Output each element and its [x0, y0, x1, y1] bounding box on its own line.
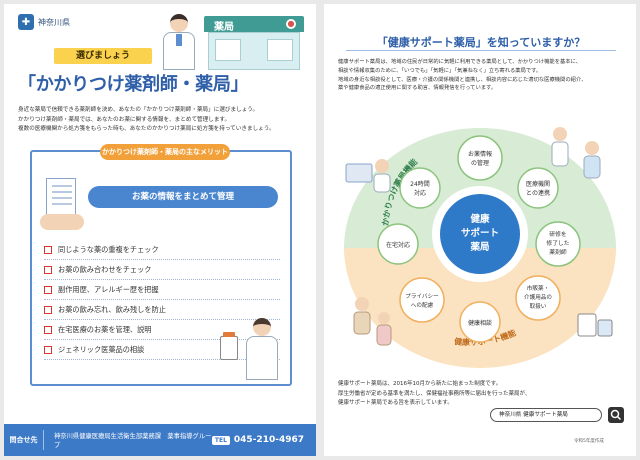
intro-line: 地域の身近な相談役として、医療・介護の関係機関と連携し、相談内容に応じた適切な医… — [338, 76, 587, 83]
node-medical-link: 医療機関 との連携 — [517, 167, 559, 209]
checkbox-icon — [44, 325, 52, 334]
node-label-line: の管理 — [471, 159, 489, 167]
node-label-line: 薬剤師 — [549, 248, 567, 256]
checkbox-icon — [44, 345, 52, 354]
flyer-right-page: 「健康サポート薬局」を知っていますか？ 健康サポート薬局は、地域の住民が日常的に… — [324, 4, 636, 456]
checkbox-icon — [44, 285, 52, 294]
node-label-line: 研修を — [549, 230, 567, 238]
node-label-line: 介護用品の — [524, 293, 552, 301]
footer-line: 健康サポート薬局は、2016年10月から新たに始まった制度です。 — [338, 381, 502, 387]
list-item: お薬の飲み忘れ、飲み残しを防止 — [44, 300, 280, 320]
checkbox-icon — [44, 305, 52, 314]
merit-box: かかりつけ薬剤師・薬局の主なメリット お薬の情報をまとめて管理 同じような薬の重… — [30, 144, 292, 386]
merit-tab-heading: かかりつけ薬剤師・薬局の主なメリット — [100, 144, 230, 160]
search-box: 神奈川県 健康サポート薬局 — [490, 408, 602, 422]
document-in-hand-icon — [40, 174, 84, 232]
list-item: 副作用歴、アレルギー歴を把握 — [44, 280, 280, 300]
list-item: お薬の飲み合わせをチェック — [44, 260, 280, 280]
node-label-line: 対応 — [414, 189, 426, 197]
pharmacist-illustration — [158, 14, 200, 72]
prefecture-emblem-icon: ✚ — [18, 14, 34, 30]
merit-label: 同じような薬の重複をチェック — [58, 244, 159, 254]
node-label-line: 修了した — [546, 239, 569, 247]
center-label-line: 健康 — [470, 213, 490, 225]
merit-label: 在宅医療のお薬を管理、説明 — [58, 324, 152, 334]
pharmacy-sign: 薬局 — [214, 22, 234, 33]
merit-label: 副作用歴、アレルギー歴を把握 — [58, 284, 159, 294]
node-24h: 24時間 対応 — [399, 167, 441, 209]
node-label-line: プライバシー — [405, 293, 439, 300]
search-icon — [608, 407, 624, 423]
capsule-icon: ● — [286, 19, 296, 29]
pharmacist-standing-illustration — [551, 127, 601, 179]
node-label-line: お薬情報 — [468, 150, 492, 158]
title-divider — [346, 50, 616, 51]
node-label-line: との連携 — [526, 189, 550, 197]
center-label-line: 薬局 — [469, 241, 489, 253]
feature-pill: お薬の情報をまとめて管理 — [88, 186, 278, 208]
tel-label: TEL — [211, 435, 230, 445]
merit-list: 同じような薬の重複をチェック お薬の飲み合わせをチェック 副作用歴、アレルギー歴… — [44, 240, 280, 360]
merit-label: ジェネリック医薬品の相談 — [58, 344, 145, 354]
node-label-line: への配慮 — [411, 301, 434, 309]
checkbox-icon — [44, 265, 52, 274]
footer-text: 健康サポート薬局は、2016年10月から新たに始まった制度です。 厚生労働省が定… — [338, 380, 538, 409]
list-item: 在宅医療のお薬を管理、説明 — [44, 320, 280, 340]
node-privacy: プライバシー への配慮 — [399, 277, 445, 323]
node-trained-pharmacist: 研修を 修了した 薬剤師 — [535, 221, 581, 267]
health-support-diagram: かかりつけ薬局機能 健康サポート機能 健康 サポート 薬局 お薬情報 の管理 2… — [344, 127, 616, 368]
contact-phone: 045-210-4967 — [233, 435, 304, 445]
checkbox-icon — [44, 245, 52, 254]
intro-line: 薬や健康食品の適正使用に関する助言、情報発信を行っています。 — [338, 85, 497, 92]
intro-text: 健康サポート薬局は、地域の住民が日常的に気軽に利用できる薬局として、かかりつけ機… — [338, 58, 624, 93]
contact-organization: 神奈川県健康医療局生活衛生部薬務課 薬事指導グループ — [54, 433, 212, 449]
node-label-line: 医療機関 — [526, 180, 550, 188]
intro-line: かかりつけ薬剤師・薬局では、あなたのお薬に関する情報を、まとめて管理します。 — [18, 116, 231, 123]
node-label-line: 取扱い — [530, 302, 547, 310]
node-otc-products: 市販薬・ 介護用品の 取扱い — [515, 275, 561, 321]
intro-line: 健康サポート薬局は、地域の住民が日常的に気軽に利用できる薬局として、かかりつけ機… — [338, 59, 582, 65]
intro-line: 身近な薬局で信頼できる薬剤師を決め、あなたの「かかりつけ薬剤師・薬局」に選びまし… — [18, 107, 259, 113]
intro-line: 相談や情報収集のために、「いつでも」「気軽に」「気兼ねなく」立ち寄れる薬局です。 — [338, 67, 542, 74]
prefecture-name: 神奈川県 — [38, 17, 70, 27]
center-circle — [440, 194, 520, 274]
pharmacist-illustration — [242, 318, 282, 380]
pharmacy-building-illustration: 薬局 ● — [204, 16, 304, 70]
page-title: 「かかりつけ薬剤師・薬局」 — [18, 70, 304, 100]
care-products-illustration — [577, 313, 613, 337]
elderly-couple-illustration — [353, 297, 392, 346]
pharmacist-at-computer-illustration — [345, 159, 391, 193]
node-label-line: 24時間 — [410, 180, 430, 188]
node-label-line: 健康相談 — [468, 319, 492, 327]
pill-bottle-icon — [220, 332, 238, 360]
intro-text: 身近な薬局で信頼できる薬剤師を決め、あなたの「かかりつけ薬剤師・薬局」に選びまし… — [18, 106, 306, 135]
flyer-left-page: ✚ 神奈川県 薬局 ● 選びましょう 「かかりつけ薬剤師・薬局」 身近な薬局で信… — [4, 4, 316, 456]
node-drug-info: お薬情報 の管理 — [457, 135, 503, 181]
list-item: ジェネリック医薬品の相談 — [44, 340, 280, 360]
contact-label: 問合せ先 — [4, 430, 44, 450]
center-label-line: サポート — [461, 227, 499, 239]
contact-bar: 問合せ先 神奈川県健康医療局生活衛生部薬務課 薬事指導グループ TEL 045-… — [4, 424, 316, 456]
merit-label: お薬の飲み合わせをチェック — [58, 264, 152, 274]
prefecture-logo: ✚ 神奈川県 — [18, 14, 70, 30]
node-label-line: 市販薬・ — [527, 284, 549, 292]
node-home-care: 在宅対応 — [377, 223, 419, 265]
list-item: 同じような薬の重複をチェック — [44, 240, 280, 260]
merit-label: お薬の飲み忘れ、飲み残しを防止 — [58, 304, 166, 314]
node-health-consult: 健康相談 — [459, 301, 501, 343]
page-title: 「健康サポート薬局」を知っていますか？ — [376, 36, 586, 49]
footer-line: 厚生労働省が定める基準を満たし、保健福祉事務所等に届出を行った薬局が、 — [338, 390, 531, 397]
footer-line: 健康サポート薬局である旨を表示しています。 — [338, 400, 453, 406]
node-label-line: 在宅対応 — [386, 241, 410, 249]
title-subtitle: 選びましょう — [54, 48, 152, 64]
creation-note: 令和5年度作成 — [574, 439, 604, 444]
intro-line: 複数の医療機関から処方箋をもらった時も、あなたのかかりつけ薬局に処方箋を持ってい… — [18, 126, 275, 132]
